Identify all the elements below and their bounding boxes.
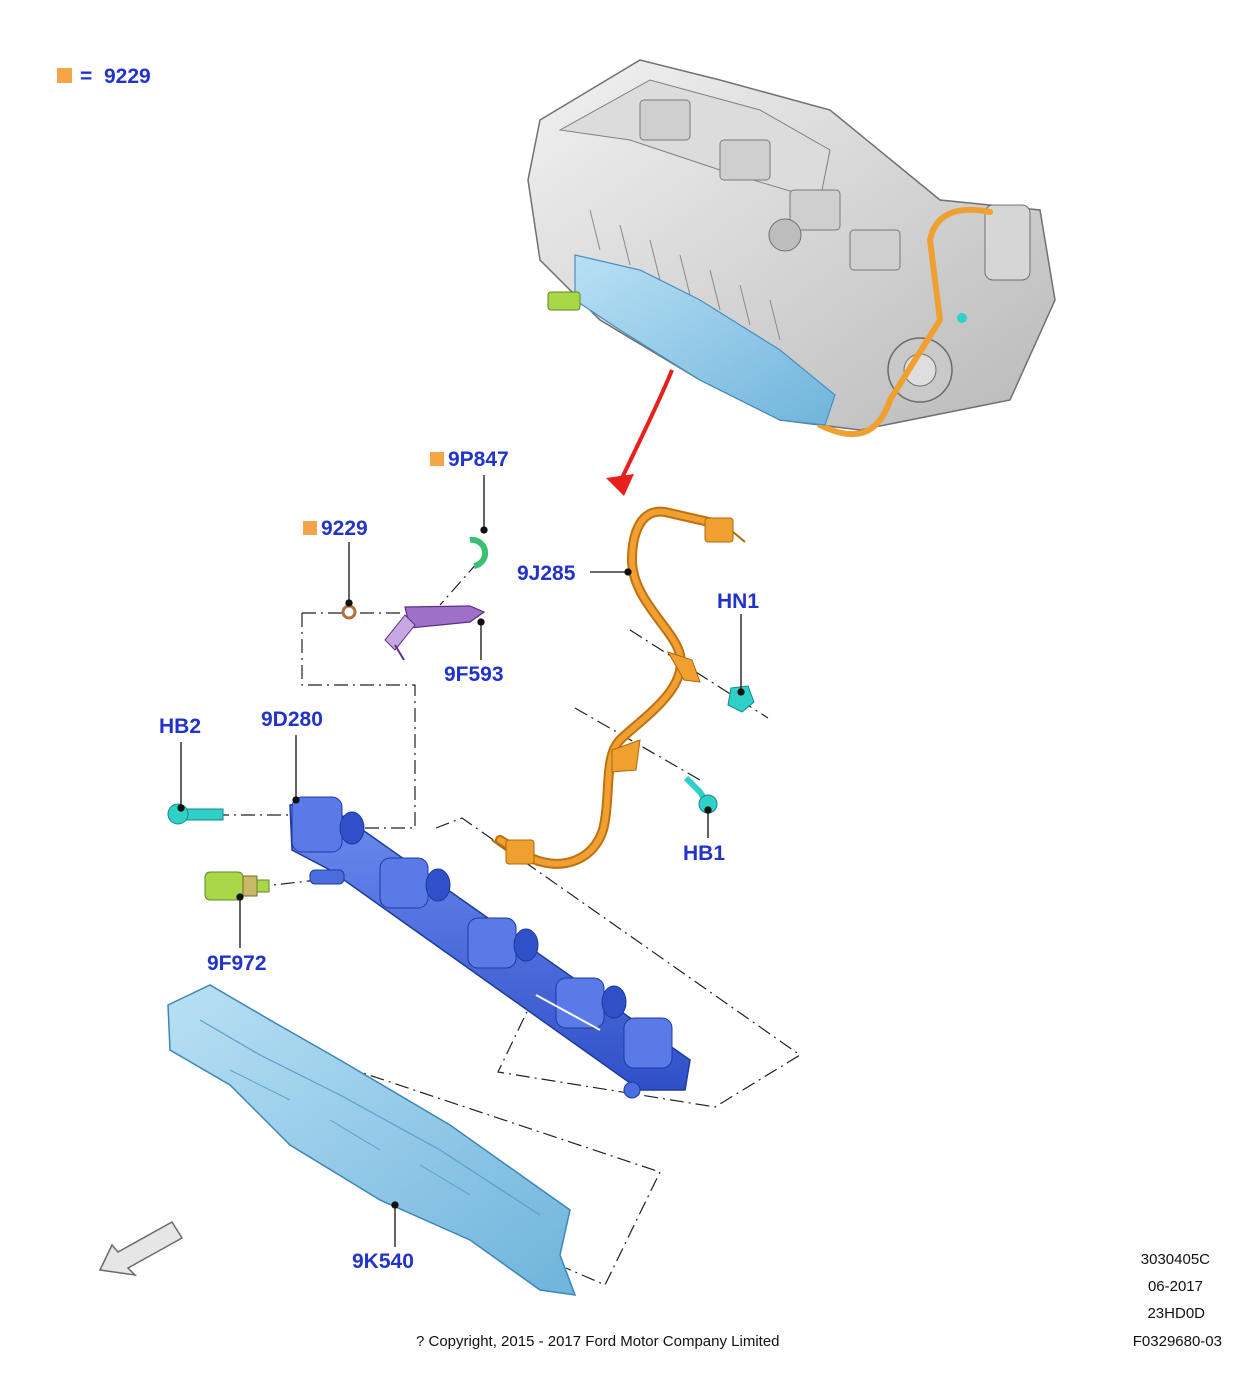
o-ring-part	[341, 604, 357, 620]
revision-date: 06-2017	[1147, 1278, 1203, 1295]
callout-9k540[interactable]: 9K540	[352, 1250, 414, 1273]
clip-part	[469, 536, 489, 569]
copyright-notice: ? Copyright, 2015 - 2017 Ford Motor Comp…	[416, 1333, 780, 1350]
engine-assembly	[527, 59, 1056, 437]
callout-9d280[interactable]: 9D280	[261, 708, 323, 731]
figure-number: F0329680-03	[1132, 1333, 1222, 1350]
pressure-sensor-part	[204, 871, 270, 901]
callout-9f593[interactable]: 9F593	[444, 663, 504, 686]
legend-equals: =	[80, 65, 93, 88]
legend-square-9229	[303, 521, 317, 535]
heat-shield-part	[167, 984, 577, 1296]
fuel-pipe-part	[491, 506, 746, 869]
red-direction-arrow	[606, 369, 674, 496]
bolt-hb1-part	[683, 775, 718, 814]
reference-number: 3030405C	[1140, 1251, 1210, 1268]
callout-hb2[interactable]: HB2	[159, 715, 202, 738]
nut-part	[727, 685, 755, 713]
callout-9f972[interactable]: 9F972	[207, 952, 267, 975]
callout-hb1[interactable]: HB1	[683, 842, 726, 865]
callout-9229[interactable]: 9229	[321, 517, 368, 540]
orientation-arrow	[98, 1220, 184, 1277]
callout-hn1[interactable]: HN1	[717, 590, 760, 613]
fuel-rail-part	[289, 796, 691, 1099]
engine-code: 23HD0D	[1147, 1305, 1205, 1322]
bolt-hb2-part	[167, 803, 224, 825]
legend-square-9p847	[430, 452, 444, 466]
leader-lines	[177, 475, 745, 1247]
callout-9p847[interactable]: 9P847	[448, 448, 509, 471]
callout-9j285[interactable]: 9J285	[517, 562, 576, 585]
legend-square	[57, 68, 72, 83]
injector-part	[384, 605, 486, 661]
legend-code: 9229	[104, 65, 151, 88]
